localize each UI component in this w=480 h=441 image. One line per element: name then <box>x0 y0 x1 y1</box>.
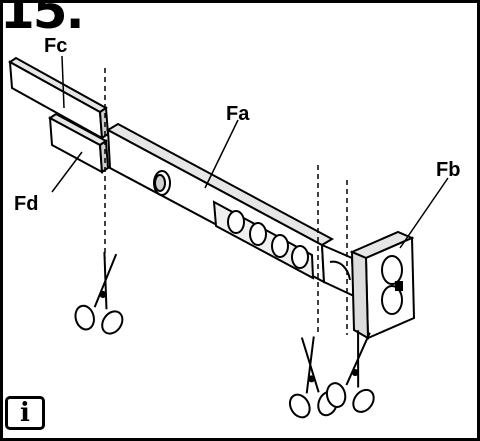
scissors-icon <box>288 336 339 419</box>
part-fd <box>48 112 110 174</box>
rail-connector <box>320 243 356 298</box>
info-icon: i <box>20 398 30 428</box>
step-number: 15. <box>0 0 85 40</box>
label-fc: Fc <box>44 35 68 57</box>
part-fa <box>105 122 335 284</box>
label-fb: Fb <box>436 159 461 181</box>
part-fb <box>349 230 416 340</box>
cut-lines <box>104 68 348 335</box>
scissors-icon <box>74 251 124 335</box>
label-fa: Fa <box>226 103 250 125</box>
leader-lines <box>51 55 449 249</box>
part-fc <box>8 56 110 140</box>
scissors-icon <box>325 330 375 413</box>
label-fd: Fd <box>14 193 39 215</box>
info-button[interactable]: i <box>5 396 45 430</box>
